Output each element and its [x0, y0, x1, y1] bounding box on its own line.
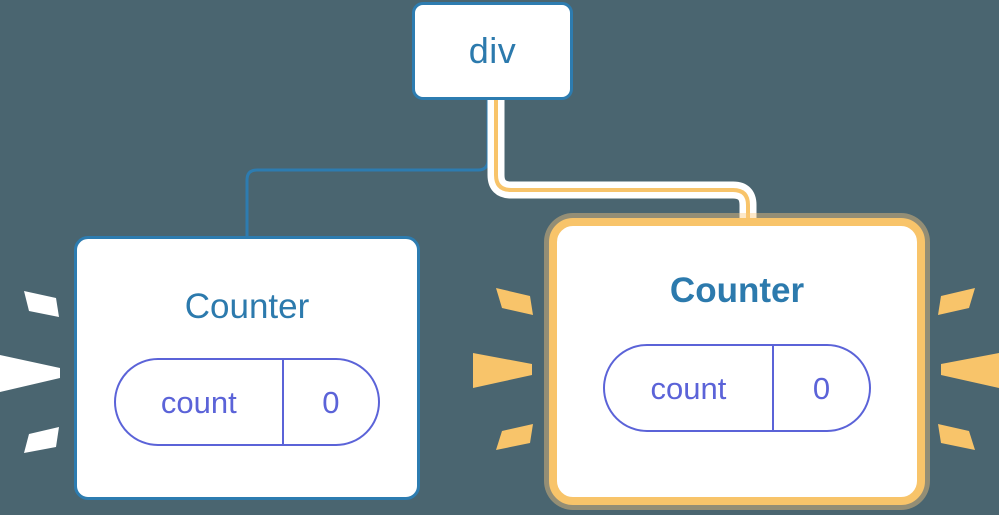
spark-group-counter-right-right — [938, 288, 999, 450]
node-counter-left-title: Counter — [184, 287, 310, 326]
spark-ray-lower — [496, 424, 533, 450]
spark-ray-lower — [24, 427, 59, 453]
connector-div-to-counter-right — [494, 100, 750, 240]
spark-group-counter-left — [0, 291, 60, 453]
spark-ray-middle — [941, 353, 999, 388]
spark-ray-middle — [473, 353, 532, 388]
spark-ray-middle — [0, 355, 60, 392]
connector-div-to-counter-left — [245, 100, 490, 237]
node-counter-right[interactable]: Counter count 0 — [549, 218, 925, 505]
prop-value: 0 — [322, 384, 340, 420]
prop-key: count — [116, 360, 284, 444]
prop-pill-counter-right: count 0 — [603, 344, 871, 432]
spark-ray-upper — [24, 291, 59, 317]
prop-key: count — [605, 346, 774, 430]
prop-pill-counter-left: count 0 — [114, 358, 380, 446]
spark-ray-upper — [938, 288, 975, 315]
spark-ray-lower — [938, 424, 975, 450]
node-div[interactable]: div — [412, 2, 573, 100]
spark-group-counter-right-left — [473, 288, 533, 450]
prop-value: 0 — [812, 370, 831, 406]
node-counter-left[interactable]: Counter count 0 — [74, 236, 420, 500]
node-counter-right-title: Counter — [669, 271, 805, 310]
node-div-label: div — [468, 30, 517, 71]
spark-ray-upper — [496, 288, 533, 315]
